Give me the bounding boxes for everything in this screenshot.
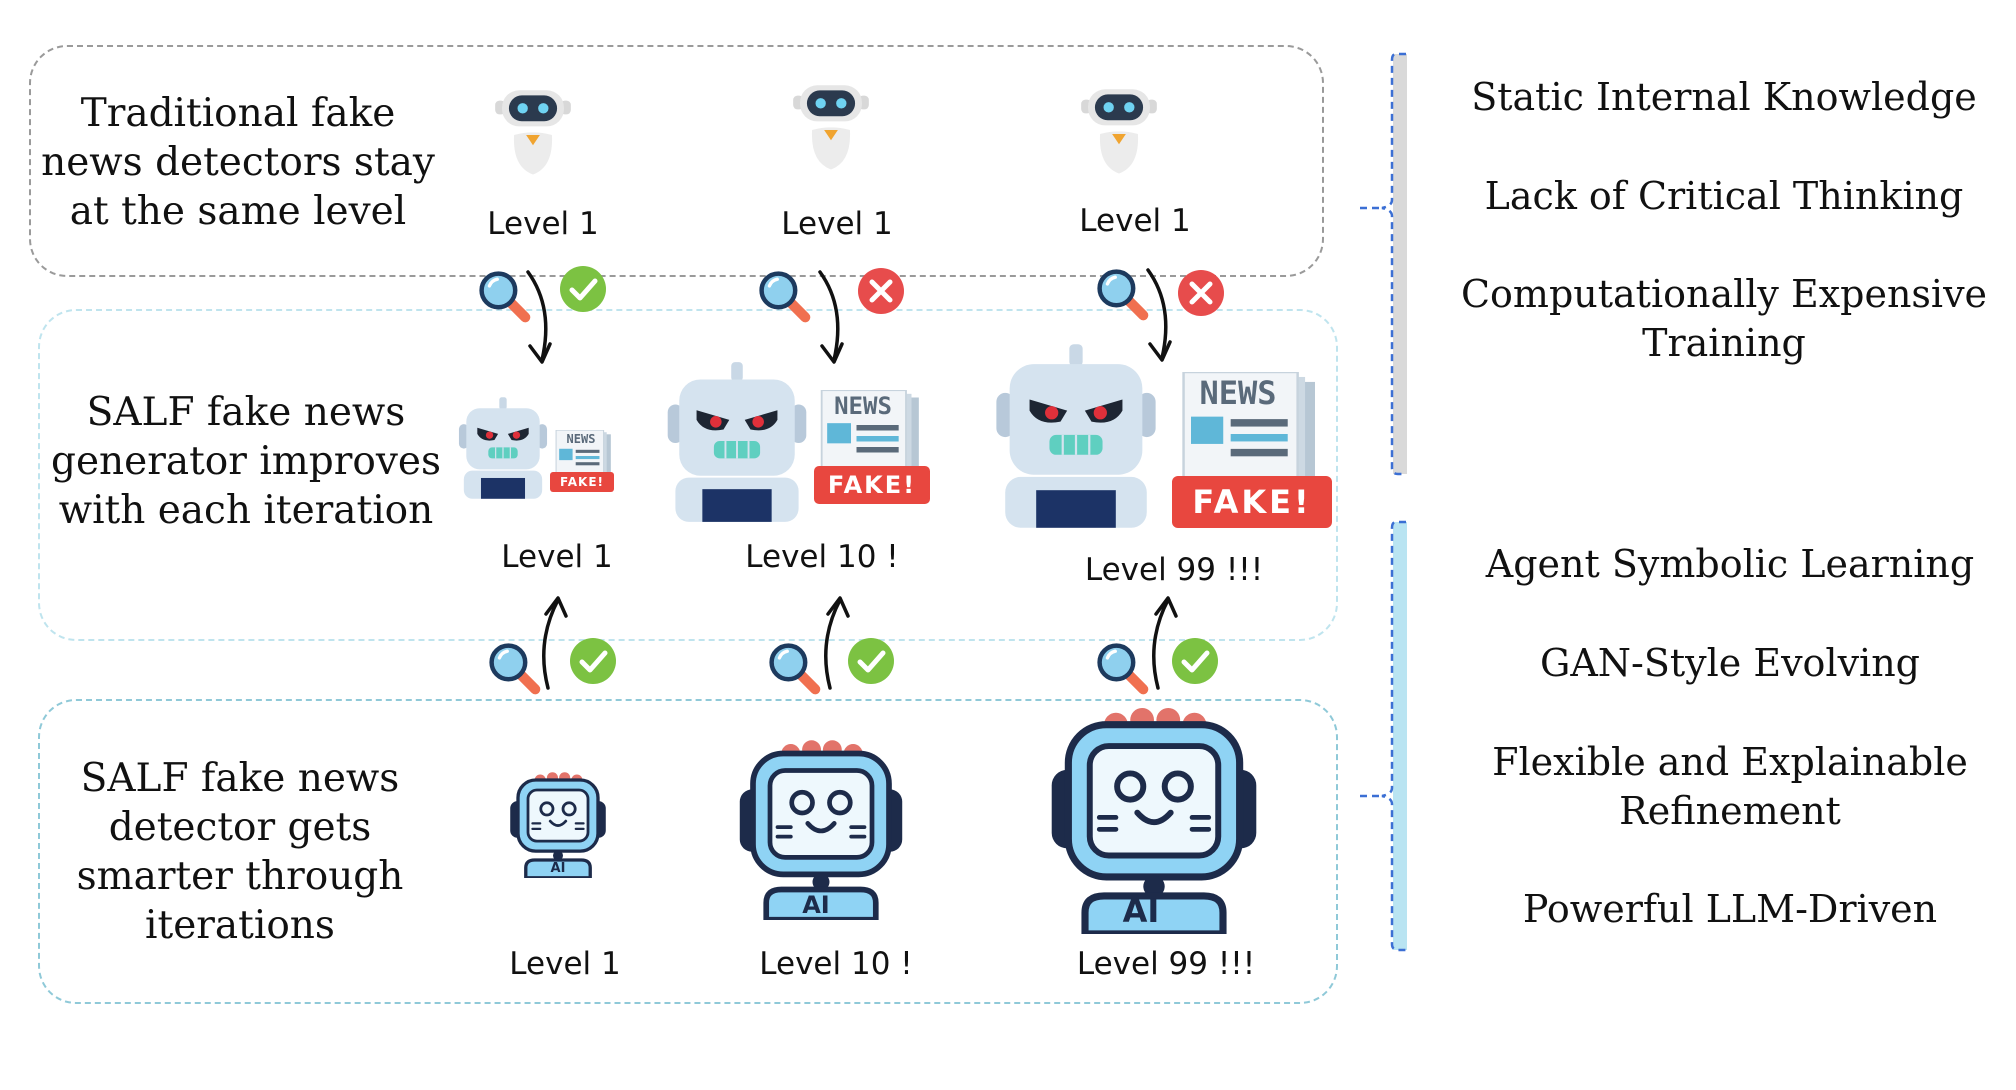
fake-newspaper-icon: NEWS FAKE! — [550, 430, 616, 496]
detector-level-label: Level 10 ! — [759, 946, 913, 982]
traditional-level-label: Level 1 — [781, 206, 893, 242]
fake-newspaper-icon: NEWS FAKE! — [814, 390, 930, 508]
traditional-level-label: Level 1 — [1079, 203, 1191, 239]
generator-panel — [38, 309, 1338, 641]
check-icon — [846, 636, 896, 686]
check-icon — [558, 264, 608, 314]
limitation-item: Computationally Expensive Training — [1460, 272, 1988, 365]
generator-panel-title: SALF fake news generator improves with e… — [51, 390, 441, 533]
evil-robot-icon — [660, 360, 814, 524]
traditional-robot-icon — [1076, 84, 1162, 196]
fake-newspaper-icon: NEWS FAKE! — [1172, 372, 1336, 532]
newspaper-header: NEWS — [834, 392, 892, 420]
smart-robot-icon: AI — [736, 740, 906, 920]
detector-level-label: Level 99 !!! — [1076, 946, 1256, 982]
ai-badge: AI — [1122, 892, 1160, 930]
arrow-down-icon — [812, 268, 852, 368]
detector-panel-title: SALF fake news detector gets smarter thr… — [76, 756, 404, 948]
detector-level-label: Level 1 — [509, 946, 621, 982]
advantage-item: GAN-Style Evolving — [1539, 641, 1921, 685]
newspaper-header: NEWS — [1199, 374, 1277, 412]
cross-icon — [1176, 268, 1226, 318]
advantage-item: Powerful LLM-Driven — [1522, 887, 1938, 931]
check-icon — [1170, 636, 1220, 686]
evil-robot-icon — [978, 342, 1174, 530]
traditional-detector-panel — [29, 45, 1324, 277]
generator-level-label: Level 10 ! — [745, 539, 899, 575]
advantage-item: Flexible and Explainable Refinement — [1492, 740, 1968, 833]
arrow-down-icon — [520, 268, 560, 368]
traditional-panel-title: Traditional fake news detectors stay at … — [41, 91, 435, 234]
magnifier-icon — [766, 640, 822, 696]
newspaper-header: NEWS — [566, 432, 596, 446]
traditional-level-label: Level 1 — [487, 206, 599, 242]
cross-icon — [856, 266, 906, 316]
ai-badge: AI — [802, 891, 830, 919]
limitation-item: Lack of Critical Thinking — [1484, 174, 1964, 218]
traditional-robot-icon — [490, 85, 576, 197]
smart-robot-icon: AI — [508, 772, 608, 878]
generator-level-label: Level 99 !!! — [1084, 552, 1264, 588]
magnifier-icon — [1094, 640, 1150, 696]
smart-robot-icon: AI — [1038, 708, 1270, 934]
limitations-bracket — [1360, 52, 1407, 476]
ai-badge: AI — [550, 861, 566, 876]
fake-stamp: FAKE! — [550, 472, 614, 492]
detector-panel — [38, 699, 1338, 1004]
check-icon — [568, 636, 618, 686]
traditional-robot-icon — [788, 80, 874, 192]
advantage-item: Agent Symbolic Learning — [1485, 542, 1975, 586]
fake-stamp: FAKE! — [1172, 476, 1332, 528]
evil-robot-icon — [454, 396, 552, 500]
generator-level-label: Level 1 — [501, 539, 613, 575]
advantages-bracket — [1360, 520, 1407, 952]
limitation-item: Static Internal Knowledge — [1471, 75, 1977, 119]
fake-stamp: FAKE! — [814, 466, 930, 504]
magnifier-icon — [756, 268, 812, 324]
